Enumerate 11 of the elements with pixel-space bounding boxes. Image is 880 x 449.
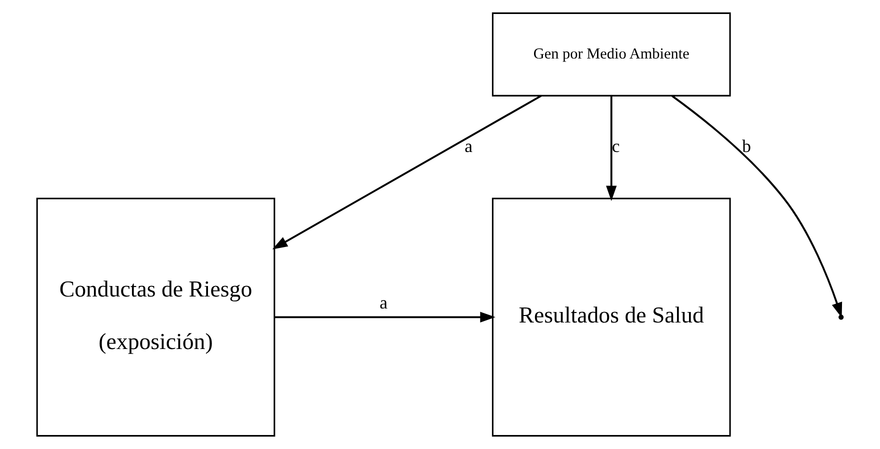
edge-label: b (742, 136, 751, 156)
node-box: Conductas de Riesgo (exposición) (36, 198, 276, 437)
arrow (272, 94, 542, 250)
edge-label: a (464, 136, 473, 156)
arrow (606, 96, 617, 201)
arrow (274, 312, 496, 322)
edge-label: c (612, 136, 620, 156)
edge-label: a (380, 292, 388, 313)
node-box: Gen por Medio Ambiente (492, 12, 731, 96)
node-box: Resultados de Salud (492, 198, 731, 437)
arrow (672, 95, 842, 318)
